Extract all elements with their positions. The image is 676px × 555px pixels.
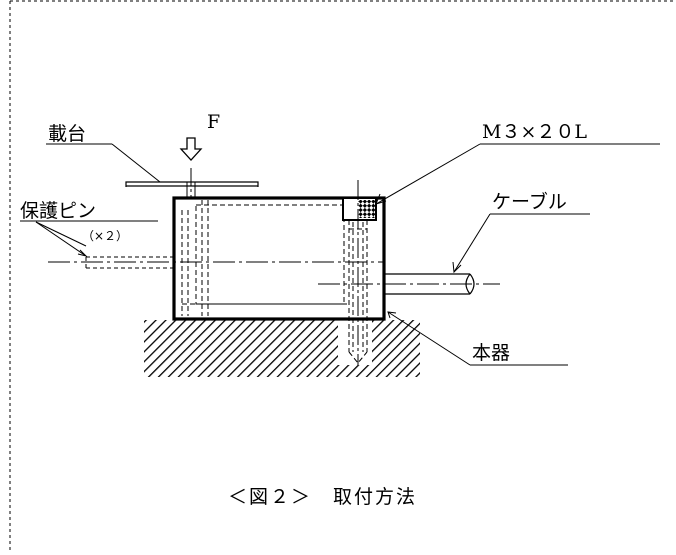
cable (318, 273, 500, 295)
protect-pin-qty-label: （×２） (82, 229, 128, 243)
platform-label: 載台 (48, 123, 86, 145)
protective-pin (85, 256, 174, 269)
mounting-base (144, 320, 420, 377)
leader-arrowheads (77, 193, 462, 319)
force-label: F (207, 111, 220, 133)
cable-label: ケーブル (492, 190, 567, 213)
screw-label: M３×２０L (482, 121, 587, 143)
device-hidden-lines (181, 200, 350, 316)
device-label: 本器 (472, 342, 510, 364)
figure-caption: ＜図２＞ 取付方法 (228, 486, 417, 508)
force-arrow-icon (179, 137, 203, 161)
platform-plate (125, 181, 259, 187)
screw-m3 (342, 180, 377, 365)
leader-lines (20, 143, 660, 366)
protect-pin-label: 保護ピン (20, 200, 96, 222)
